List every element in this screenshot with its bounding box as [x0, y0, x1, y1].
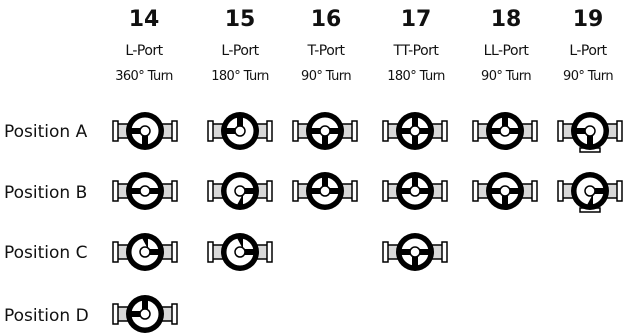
- row-label-position-c: Position C: [4, 243, 88, 263]
- row-label-position-a: Position A: [4, 122, 88, 142]
- valve-14-position-b: [112, 172, 178, 210]
- turn-angle: 180° Turn: [387, 69, 445, 84]
- valve-16-position-b: [292, 172, 358, 210]
- port-type: L-Port: [125, 43, 163, 59]
- column-number: 14: [128, 7, 160, 32]
- valve-15-position-b: [207, 172, 273, 210]
- valve-15-position-c: [207, 233, 273, 271]
- row-label-position-d: Position D: [4, 306, 89, 326]
- valve-14-position-c: [112, 233, 178, 271]
- row-label-position-b: Position B: [4, 183, 88, 203]
- port-type: L-Port: [569, 43, 607, 59]
- column-header-18: 18 LL-Port 90° Turn: [460, 6, 552, 86]
- valve-18-position-b: [472, 172, 538, 210]
- column-header-14: 14 L-Port 360° Turn: [98, 6, 190, 86]
- valve-15-position-a: [207, 112, 273, 150]
- turn-angle: 90° Turn: [481, 69, 532, 84]
- column-header-15: 15 L-Port 180° Turn: [194, 6, 286, 86]
- valve-17-position-b: [382, 172, 448, 210]
- valve-16-position-a: [292, 112, 358, 150]
- column-number: 16: [310, 7, 342, 32]
- turn-angle: 90° Turn: [301, 69, 352, 84]
- valve-18-position-a: [472, 112, 538, 150]
- turn-angle: 360° Turn: [115, 69, 173, 84]
- port-type: LL-Port: [483, 43, 529, 59]
- column-number: 19: [572, 7, 604, 32]
- column-number: 15: [224, 7, 256, 32]
- turn-angle: 90° Turn: [563, 69, 614, 84]
- valve-17-position-c: [382, 233, 448, 271]
- port-type: L-Port: [221, 43, 259, 59]
- column-header-16: 16 T-Port 90° Turn: [280, 6, 372, 86]
- column-number: 17: [400, 7, 432, 32]
- port-type: T-Port: [307, 43, 345, 59]
- turn-angle: 180° Turn: [211, 69, 269, 84]
- valve-14-position-a: [112, 112, 178, 150]
- valve-14-position-d: [112, 295, 178, 333]
- valve-17-position-a: [382, 112, 448, 150]
- valve-19-position-b: [557, 172, 623, 213]
- column-header-19: 19 L-Port 90° Turn: [542, 6, 634, 86]
- valve-19-position-a: [557, 112, 623, 153]
- port-type: TT-Port: [393, 43, 439, 59]
- column-header-17: 17 TT-Port 180° Turn: [370, 6, 462, 86]
- column-number: 18: [490, 7, 522, 32]
